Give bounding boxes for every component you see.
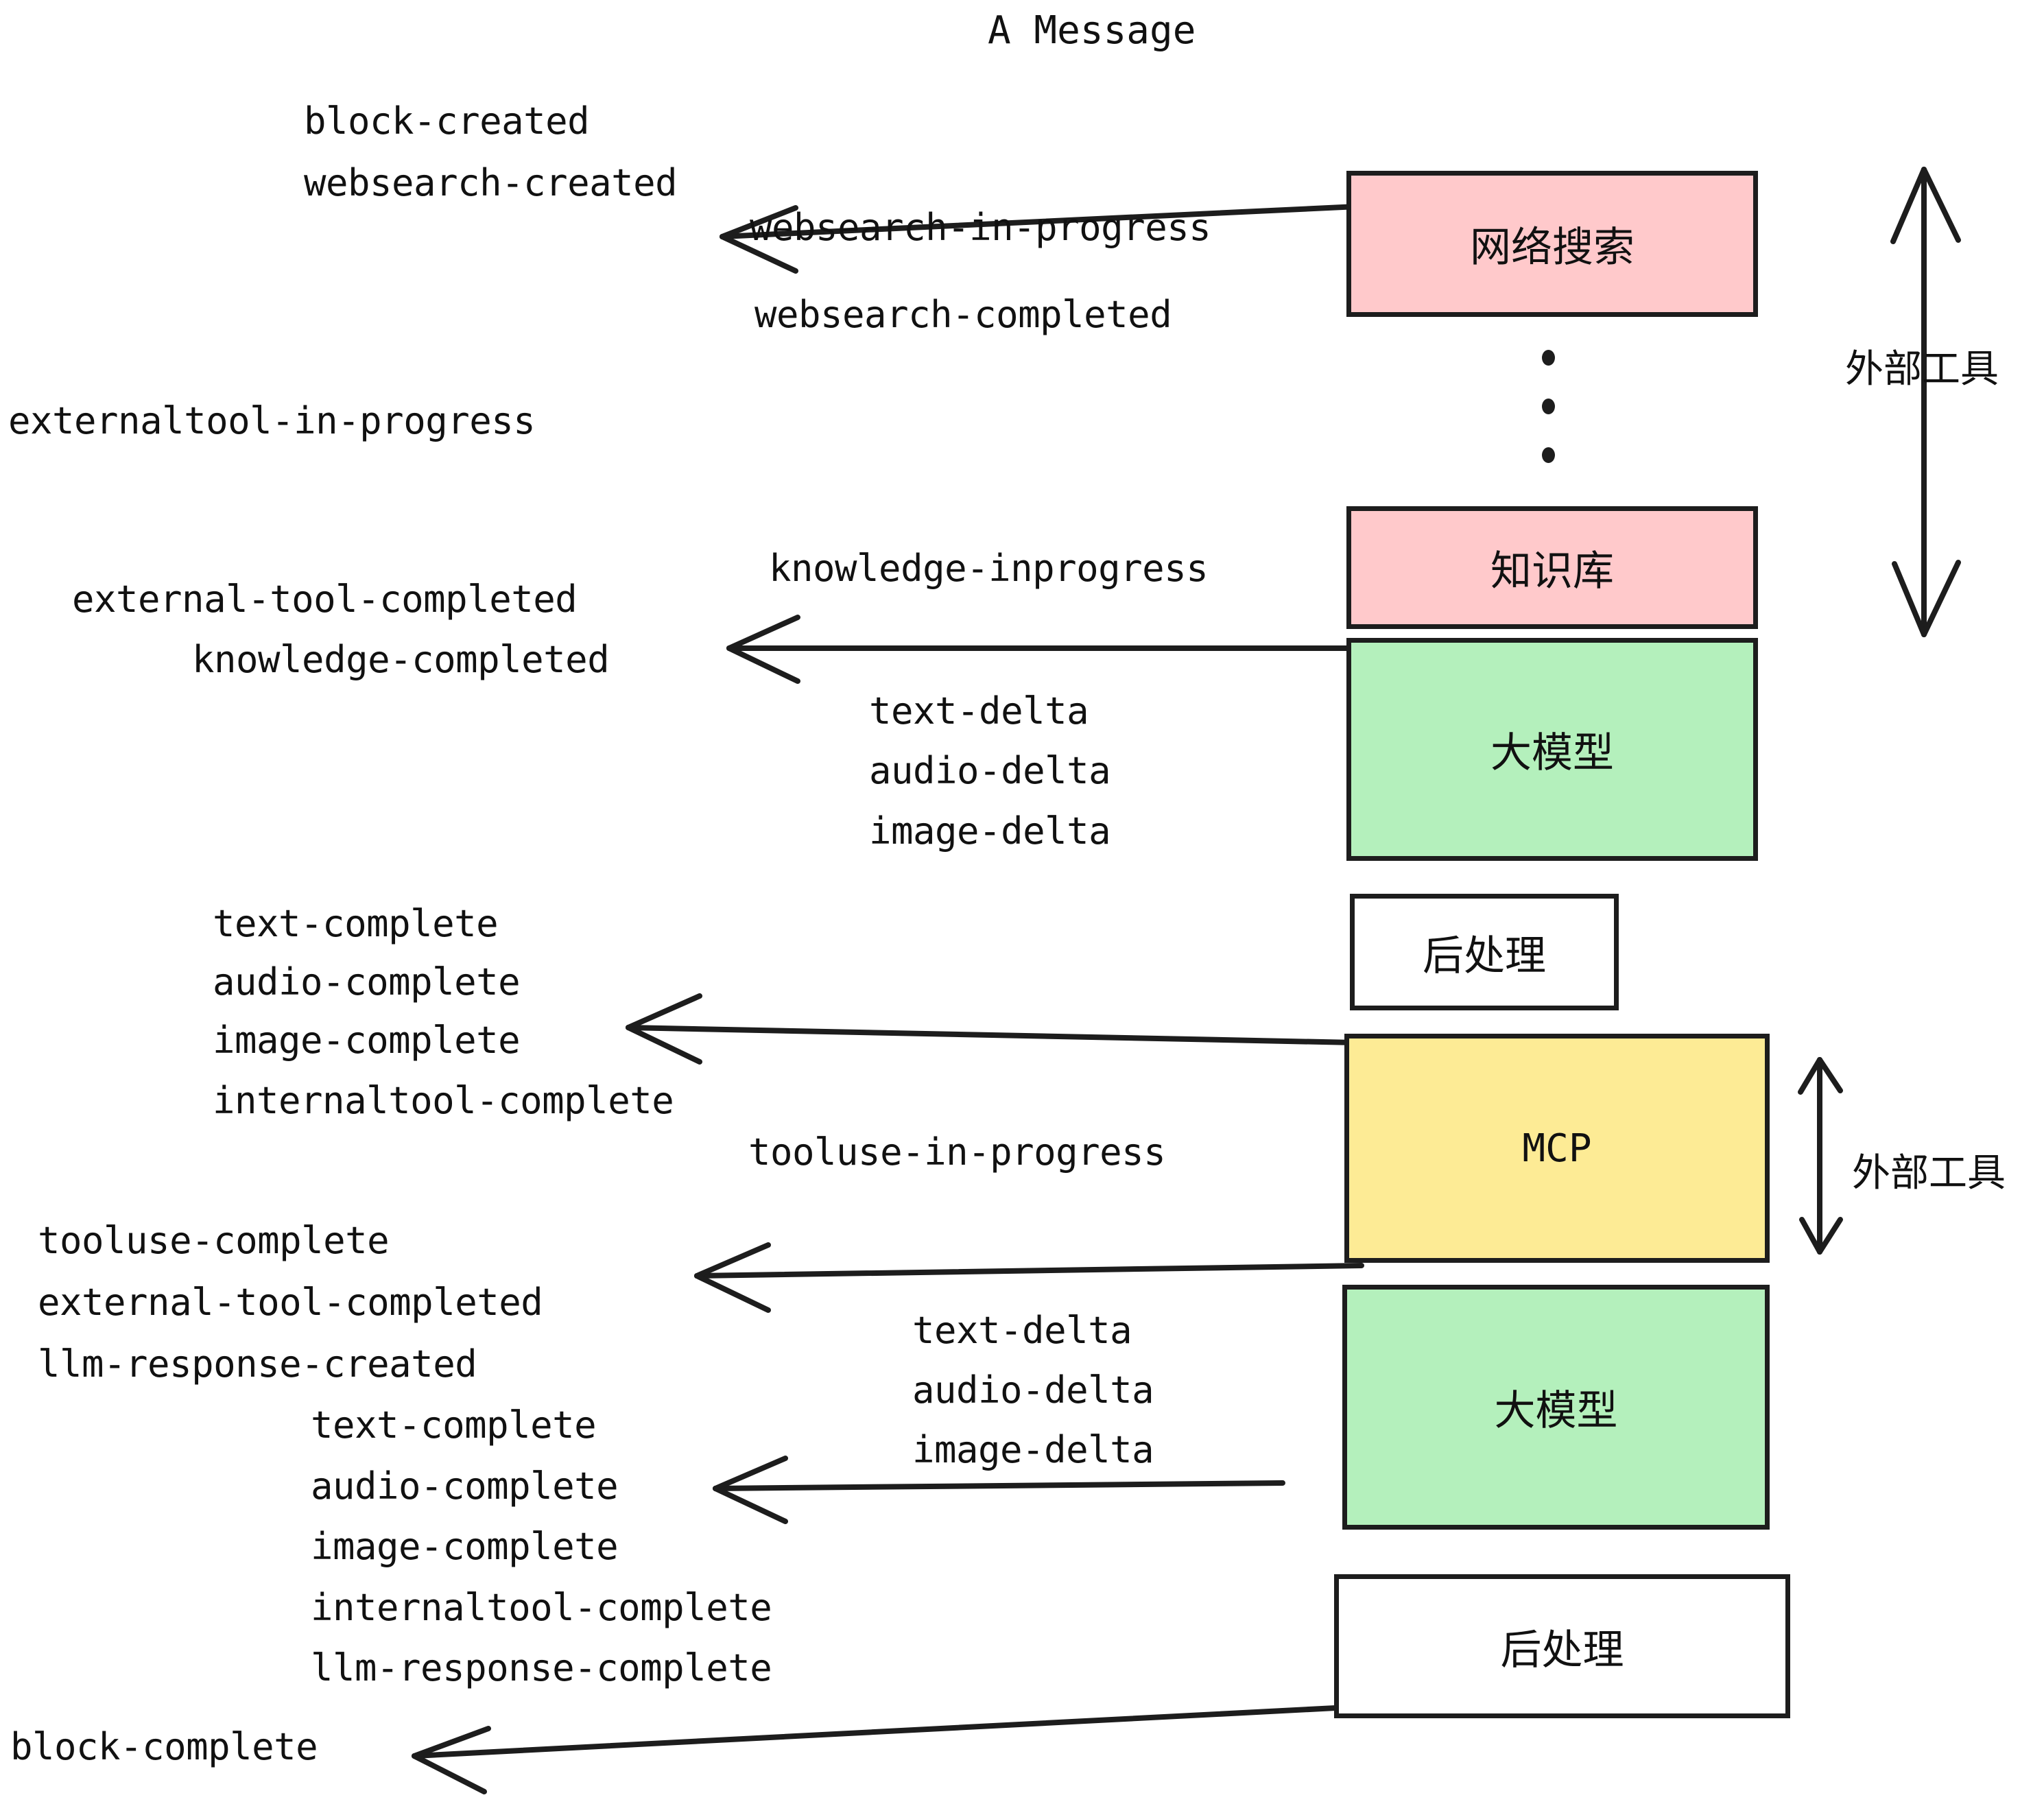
event-label-external-tool-completed: external-tool-completed	[38, 1281, 543, 1324]
arrow-mcp-to-image-complete	[626, 1025, 1357, 1045]
event-label-tooluse-in-progress: tooluse-in-progress	[748, 1130, 1166, 1174]
bracket-2-bottom-head-left	[1799, 1217, 1822, 1255]
node-knowledge[interactable]: 知识库	[1346, 506, 1758, 629]
event-label-audio-complete: audio-complete	[311, 1464, 619, 1508]
node-post-2[interactable]: 后处理	[1334, 1574, 1790, 1718]
event-label-image-complete: image-complete	[213, 1019, 521, 1062]
bracket-1-bottom-head-left	[1892, 561, 1927, 637]
bracket-2-top-head-right	[1817, 1057, 1843, 1093]
side-label-external-tool: 外部工具	[1852, 1151, 2006, 1196]
arrowhead-mcp-upper	[626, 993, 702, 1030]
event-label-internaltool-complete: internaltool-complete	[213, 1079, 674, 1122]
node-label: 大模型	[1490, 729, 1614, 777]
event-label-tooluse-complete: tooluse-complete	[38, 1219, 390, 1262]
bracket-2-top-head-left	[1798, 1057, 1822, 1095]
side-label-external-tool: 外部工具	[1845, 347, 1999, 392]
arrow-post2-to-block-complete	[412, 1705, 1338, 1759]
event-label-websearch-created: websearch-created	[304, 161, 678, 204]
event-label-audio-complete: audio-complete	[213, 960, 521, 1004]
node-label: 网络搜索	[1470, 224, 1635, 272]
event-label-image-delta: image-delta	[912, 1428, 1154, 1471]
ellipsis-dot	[1541, 447, 1555, 463]
event-label-text-delta: text-delta	[869, 689, 1089, 733]
event-label-websearch-completed: websearch-completed	[754, 293, 1172, 336]
event-label-internaltool-complete: internaltool-complete	[311, 1586, 772, 1629]
event-label-knowledge-inprogress: knowledge-inprogress	[769, 547, 1209, 590]
node-post-1[interactable]: 后处理	[1350, 894, 1619, 1010]
node-mcp[interactable]: MCP	[1344, 1034, 1770, 1263]
arrowhead-mcp-lower	[626, 1025, 702, 1065]
event-label-knowledge-completed: knowledge-completed	[192, 638, 610, 681]
arrowhead-tooluse-upper	[694, 1242, 771, 1279]
node-label: 大模型	[1494, 1387, 1618, 1435]
arrowhead-llm1-lower	[726, 645, 800, 684]
event-label-websearch-in-progress: websearch-in-progress	[750, 206, 1211, 249]
event-label-block-created: block-created	[304, 99, 590, 143]
event-label-image-complete: image-complete	[311, 1525, 619, 1568]
event-label-externaltool-in-progress: externaltool-in-progress	[8, 399, 536, 442]
bracket-2-bottom-head-right	[1817, 1217, 1843, 1255]
arrowhead-block-lower	[412, 1753, 487, 1794]
ellipsis-dot	[1541, 350, 1555, 366]
node-llm-1[interactable]: 大模型	[1346, 638, 1758, 861]
event-label-external-tool-completed: external-tool-completed	[72, 578, 578, 621]
bracket-1-top-head-right	[1921, 167, 1961, 243]
node-llm-2[interactable]: 大模型	[1342, 1285, 1770, 1530]
event-label-text-complete: text-complete	[311, 1403, 597, 1447]
event-label-llm-response-created: llm-response-created	[38, 1342, 477, 1386]
arrowhead-audio-lower	[713, 1486, 788, 1524]
arrowhead-tooluse-lower	[694, 1273, 771, 1313]
node-label: 后处理	[1500, 1626, 1624, 1674]
arrowhead-llm1-upper	[726, 615, 800, 651]
bracket-1-bottom-head-right	[1921, 560, 1961, 637]
event-label-llm-response-complete: llm-response-complete	[311, 1646, 772, 1689]
event-label-text-delta: text-delta	[912, 1309, 1132, 1352]
node-label: MCP	[1522, 1126, 1592, 1171]
event-label-block-complete: block-complete	[10, 1725, 318, 1768]
node-label: 知识库	[1490, 547, 1614, 595]
arrow-llm2-to-audio-complete	[713, 1480, 1285, 1491]
page-title: A Message	[988, 8, 1196, 53]
bracket-1-top-head-left	[1890, 167, 1927, 244]
vertical-ellipsis-icon	[1540, 350, 1556, 463]
arrow-mcp-to-tooluse-complete	[694, 1263, 1364, 1279]
arrowhead-audio-upper	[713, 1456, 788, 1491]
event-label-image-delta: image-delta	[869, 809, 1111, 853]
ellipsis-dot	[1541, 399, 1555, 414]
arrowhead-block-upper	[412, 1726, 491, 1759]
event-label-audio-delta: audio-delta	[912, 1368, 1154, 1412]
event-label-audio-delta: audio-delta	[869, 749, 1111, 792]
event-label-text-complete: text-complete	[213, 902, 499, 945]
node-websearch[interactable]: 网络搜索	[1346, 171, 1758, 317]
node-label: 后处理	[1423, 931, 1546, 980]
